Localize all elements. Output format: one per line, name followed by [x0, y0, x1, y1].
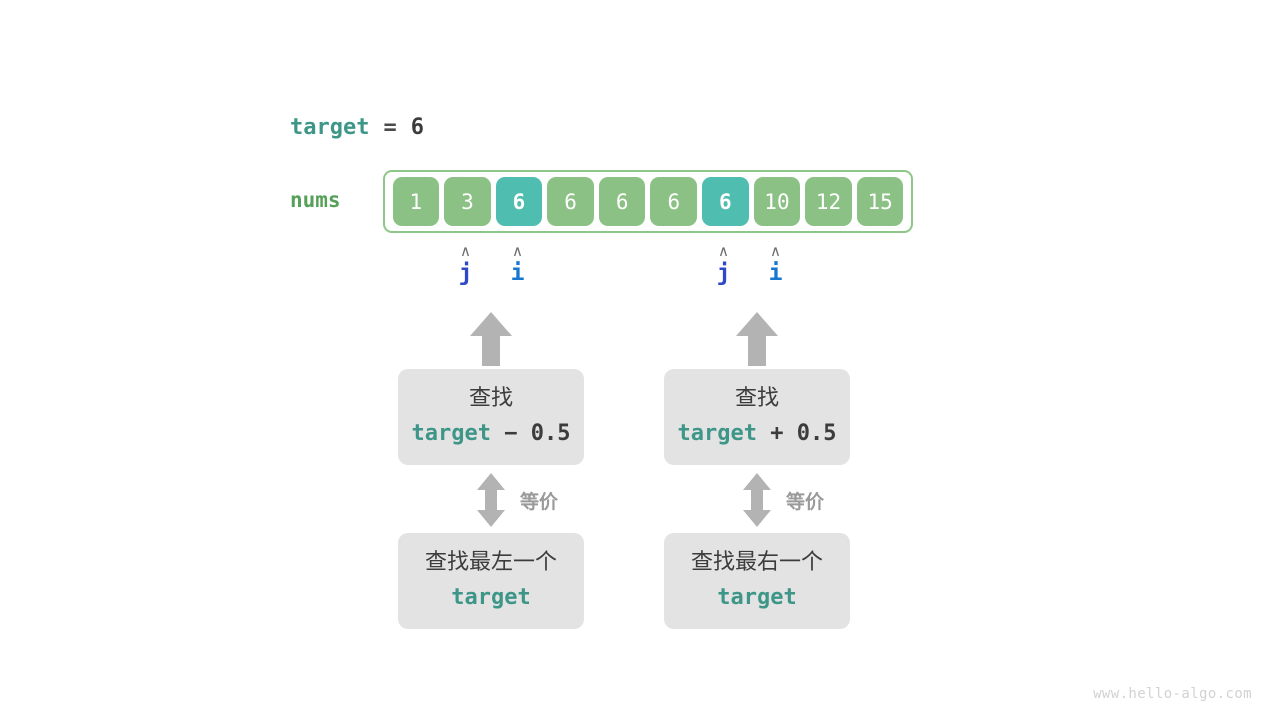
right-top-code-name: target	[677, 421, 757, 446]
left-bottom-box: 查找最左一个 target	[398, 533, 584, 629]
right-top-box: 查找 target + 0.5	[664, 369, 850, 465]
target-value: 6	[410, 114, 424, 140]
array-cell: 6	[702, 177, 749, 226]
left-top-code-value: 0.5	[530, 421, 571, 446]
left-top-box-line1: 查找	[468, 386, 513, 411]
left-top-code-op: −	[490, 421, 531, 446]
pointer-caret-icon: ∧	[460, 242, 471, 260]
equivalence-label-right: 等价	[786, 491, 825, 513]
pointer-i: ∧i	[756, 244, 796, 288]
array-cell: 10	[753, 177, 801, 226]
target-declaration: target = 6	[290, 110, 424, 144]
right-top-code-op: +	[756, 421, 797, 446]
right-bottom-box-line1: 查找最右一个	[690, 550, 823, 575]
array-cell: 6	[650, 177, 698, 226]
pointer-i: ∧i	[498, 244, 538, 288]
left-top-box: 查找 target − 0.5	[398, 369, 584, 465]
array-cell: 12	[805, 177, 852, 226]
pointer-j: ∧j	[704, 244, 744, 288]
array-cell: 6	[598, 177, 646, 226]
target-variable-name: target	[290, 114, 370, 140]
right-top-box-line1: 查找	[734, 386, 779, 411]
right-bottom-code-name: target	[717, 585, 797, 610]
watermark: www.hello-algo.com	[1093, 686, 1252, 702]
pointer-label: j	[716, 260, 731, 286]
array-cell: 1	[392, 177, 440, 226]
array-cell: 6	[547, 177, 594, 226]
right-bottom-box: 查找最右一个 target	[664, 533, 850, 629]
equivalence-label-left: 等价	[520, 491, 559, 513]
pointer-label: i	[510, 260, 525, 286]
pointer-caret-icon: ∧	[718, 242, 729, 260]
pointer-j: ∧j	[446, 244, 486, 288]
pointer-caret-icon: ∧	[770, 242, 781, 260]
equals-sign: =	[383, 114, 397, 140]
pointer-caret-icon: ∧	[512, 242, 523, 260]
pointer-label: i	[768, 260, 783, 286]
nums-label: nums	[290, 188, 341, 212]
left-bottom-box-line1: 查找最左一个	[424, 550, 557, 575]
equivalence-arrow-left	[476, 472, 506, 528]
array-cell: 15	[856, 177, 904, 226]
left-top-box-expression: target − 0.5	[412, 417, 571, 451]
right-top-box-expression: target + 0.5	[678, 417, 837, 451]
array-cell: 3	[444, 177, 491, 226]
array-cell: 6	[495, 177, 543, 226]
up-arrow-left	[469, 310, 513, 366]
pointer-label: j	[458, 260, 473, 286]
equivalence-arrow-right	[742, 472, 772, 528]
up-arrow-right	[735, 310, 779, 366]
left-bottom-code-name: target	[451, 585, 531, 610]
right-top-code-value: 0.5	[796, 421, 837, 446]
left-top-code-name: target	[411, 421, 491, 446]
